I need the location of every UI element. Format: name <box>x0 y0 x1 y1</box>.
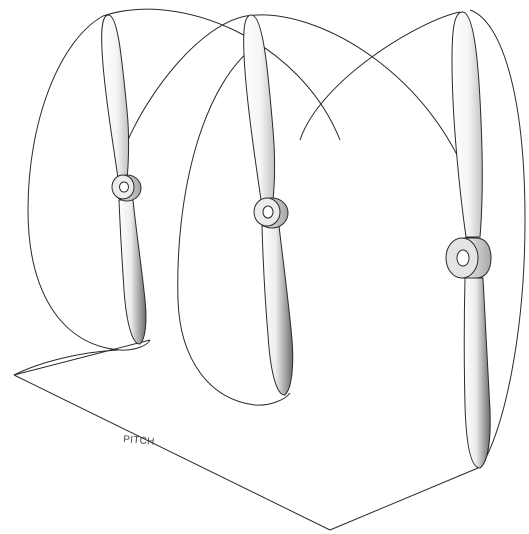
pitch-dimension-lines <box>14 340 478 530</box>
pitch-label: PITCH <box>123 434 155 448</box>
propeller-2-hub <box>254 198 288 228</box>
propeller-3 <box>446 12 491 468</box>
propeller-1-lower-blade <box>119 200 146 344</box>
propeller-3-hub <box>446 238 491 278</box>
propeller-2-lower-blade <box>262 226 293 395</box>
propeller-2 <box>244 15 293 395</box>
propeller-1 <box>102 15 146 344</box>
propeller-3-upper-blade <box>452 12 482 237</box>
propeller-2-upper-blade <box>244 15 275 200</box>
propeller-1-upper-blade <box>102 15 129 178</box>
propeller-3-lower-blade <box>464 278 490 468</box>
propeller-1-hub <box>112 175 141 201</box>
